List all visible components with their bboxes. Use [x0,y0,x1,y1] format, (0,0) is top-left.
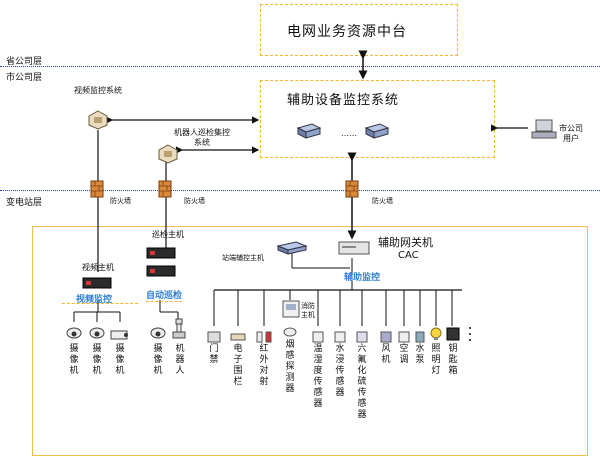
access-control-icon [207,328,221,343]
substation-area [32,226,588,456]
air-conditioner-icon [398,328,410,343]
video-host-label: 视频主机 [82,263,114,272]
key-box-icon [446,326,460,341]
sensor-label: 门禁 [209,344,219,365]
sensor-label: 烟感探测器 [285,340,295,394]
fan-icon [380,328,392,343]
firewall-icon [345,180,359,198]
layer-province: 省公司层 [6,57,43,67]
firewall-label: 防火墙 [372,197,393,205]
host-device-icon [82,274,112,289]
sensor-label: 空调 [399,344,409,365]
platform-title: 电网业务资源中台 [287,24,407,40]
sensor-label: 电子围栏 [233,344,243,387]
gateway-sub-label: CAC [398,250,419,261]
gateway-label: 辅助网关机 [378,236,433,249]
pump-icon [414,328,426,343]
sensor-label: 温湿度传感器 [313,344,323,409]
server-icon [364,122,390,140]
patrol-host-label: 巡检主机 [152,230,184,239]
province-city-divider [0,66,600,67]
computer-icon [530,118,558,140]
sensor-label: 照明灯 [431,344,441,376]
patrol-device-label: 机器人 [175,344,185,376]
firewall-label: 防火墙 [110,197,131,205]
sf6-sensor-icon [356,328,368,343]
firewall-icon [90,180,104,198]
robot-system-label: 机器人巡检集控系统 [174,128,230,147]
dome-camera-icon [150,324,166,339]
sensor-label: 六氟化硫传感器 [357,344,367,420]
gateway-device-icon [338,240,370,256]
video-group-box [62,278,138,304]
server-icon [296,122,322,140]
camera-label: 摄像机 [115,344,125,376]
dome-camera-icon [89,324,105,339]
fire-host-icon [282,300,300,318]
dome-camera-icon [66,324,82,339]
sensor-label: 水浸传感器 [335,344,345,398]
humidity-sensor-icon [312,328,324,343]
smoke-detector-icon [283,322,297,337]
sensor-label: 水泵 [415,344,425,365]
host-device-icon [146,244,176,259]
aux-monitor-label: 辅助监控 [344,273,381,283]
camera-label: 摄像机 [92,344,102,376]
patrol-device-label: 摄像机 [153,344,163,376]
aux-system-title: 辅助设备监控系统 [287,93,400,108]
firewall-label: 防火墙 [184,197,205,205]
infrared-icon [256,328,272,343]
host-device-icon [146,262,176,277]
gateway-cube-icon [88,110,108,130]
video-system-label: 视频监控系统 [74,86,122,95]
edge-host-label: 站端辅控主机 [222,254,264,262]
water-sensor-icon [334,328,346,343]
server-dots: …… [341,129,357,138]
city-user-label: 市公司用户 [559,124,583,143]
aux-system-box: 辅助设备监控系统 …… [260,80,495,158]
fence-icon [230,328,246,341]
bullet-camera-icon [110,326,130,340]
sensor-label: 风机 [381,344,391,365]
sensor-label: 钥匙箱 [448,344,458,376]
auto-patrol-label: 自动巡检 [146,288,183,302]
gateway-cube-icon [158,144,178,164]
layer-city: 市公司层 [6,73,43,83]
video-monitor-label: 视频监控 [76,295,113,305]
switch-icon [276,240,308,255]
robot-icon [172,318,186,340]
layer-substation: 变电站层 [6,198,43,208]
sensor-label: 红外对射 [259,344,269,387]
substation-divider [0,190,600,191]
light-bulb-icon [430,326,442,340]
camera-label: 摄像机 [69,344,79,376]
firewall-icon [158,180,172,198]
fire-host-label: 消防主机 [301,302,315,319]
